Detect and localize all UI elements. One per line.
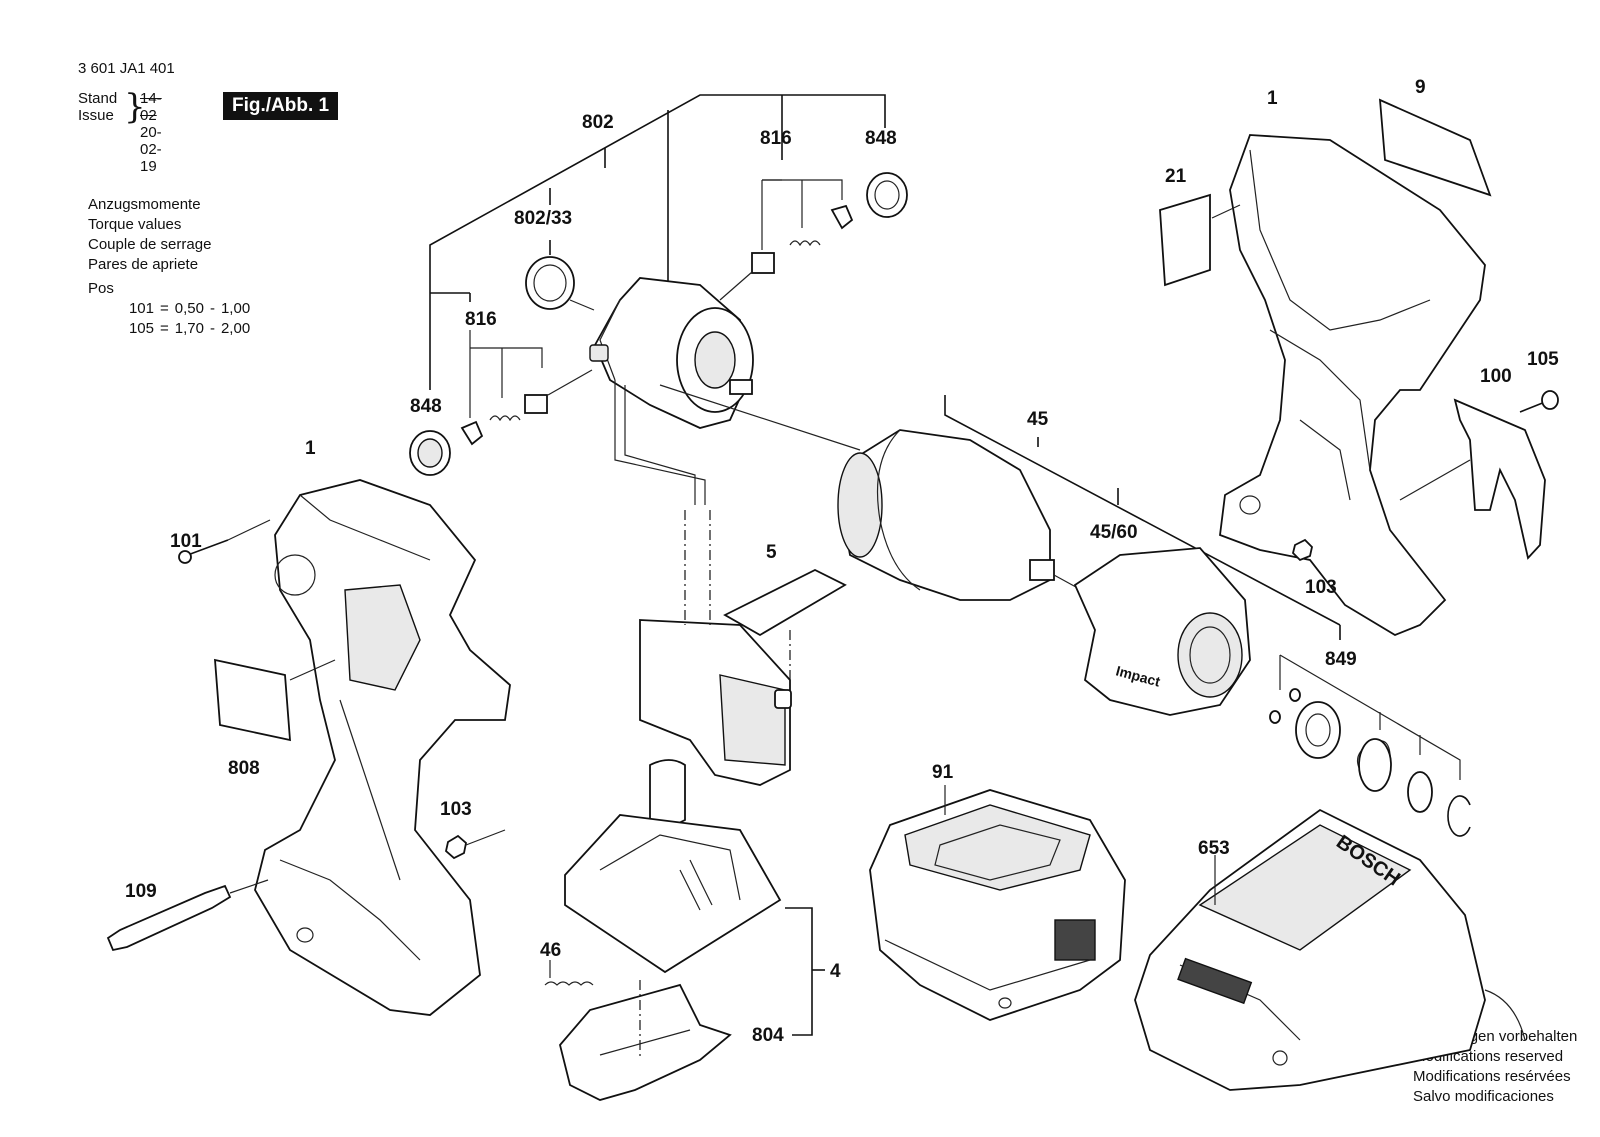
torque-line: Torque values <box>88 216 182 233</box>
revision-dates: 14-02 20-02-19 <box>140 90 162 175</box>
screw-101 <box>178 519 271 564</box>
torque-max: 1,00 <box>220 300 251 317</box>
stand-label: Stand <box>78 90 118 107</box>
torque-line: Pares de apriete <box>88 256 199 273</box>
contact-plate <box>559 980 732 1101</box>
part-label-802-33: 802/33 <box>514 208 572 229</box>
bit-109 <box>106 879 269 952</box>
part-label-653: 653 <box>1198 838 1230 859</box>
nut-103 <box>445 834 467 860</box>
belt-clip <box>1399 398 1546 560</box>
rating-label <box>214 658 291 742</box>
torque-eq: = <box>160 320 169 337</box>
torque-line: Couple de serrage <box>88 236 212 253</box>
torque-row: 101 = 0,50 - 1,00 <box>88 299 250 319</box>
part-label-802: 802 <box>582 112 614 133</box>
carbon-brush <box>524 394 548 414</box>
part-label-848-left: 848 <box>410 396 442 417</box>
leader-4 <box>785 907 813 1036</box>
new-date: 20-02-19 <box>140 124 162 175</box>
part-label-46: 46 <box>540 940 561 961</box>
part-label-100: 100 <box>1480 366 1512 387</box>
pos-label: Pos <box>88 280 114 297</box>
part-label-4: 4 <box>830 961 841 982</box>
part-label-816-top: 816 <box>760 128 792 149</box>
part-label-848-top: 848 <box>865 128 897 149</box>
part-label-808: 808 <box>228 758 260 779</box>
housing-left <box>254 479 511 1016</box>
switch-cover <box>723 568 847 637</box>
bearing-bush-top <box>866 172 908 218</box>
torque-min: 1,70 <box>174 320 204 337</box>
label-21 <box>1159 193 1211 287</box>
part-label-45: 45 <box>1027 409 1049 430</box>
part-label-21: 21 <box>1165 166 1187 187</box>
part-label-45-60: 45/60 <box>1090 522 1138 543</box>
nut-103-right <box>1292 538 1313 562</box>
modifications-note: Änderungen vorbehalten Modifications res… <box>1413 1027 1577 1107</box>
brush-holder <box>830 204 854 230</box>
torque-dash: - <box>209 320 215 337</box>
torque-pos: 101 <box>128 300 154 317</box>
gearbox-housing: Impact <box>1073 547 1251 716</box>
spring-46 <box>544 981 594 986</box>
part-label-1-right: 1 <box>1267 88 1278 109</box>
switch-assembly <box>564 510 792 974</box>
brush-spring <box>489 415 521 422</box>
screw-105 <box>1519 390 1559 413</box>
label-9 <box>1378 98 1492 197</box>
mod-line: Salvo modificaciones <box>1413 1088 1554 1105</box>
part-label-1-left: 1 <box>305 438 316 459</box>
part-label-109: 109 <box>125 881 157 902</box>
motor <box>569 277 861 505</box>
part-label-804: 804 <box>752 1025 784 1046</box>
gearbox <box>837 429 1086 601</box>
torque-max: 2,00 <box>220 320 251 337</box>
battery-pack <box>869 789 1126 1021</box>
part-label-105: 105 <box>1527 349 1559 370</box>
o-ring <box>525 256 575 310</box>
carbon-brush <box>751 252 775 274</box>
torque-values: Anzugsmomente Torque values Couple de se… <box>88 195 250 339</box>
part-label-9: 9 <box>1415 77 1426 98</box>
torque-min: 0,50 <box>174 300 204 317</box>
mod-line: Modifications resérvées <box>1413 1068 1571 1085</box>
leader-45 <box>944 395 1341 640</box>
part-label-103-left: 103 <box>440 799 472 820</box>
motor-leader-tree <box>429 94 886 418</box>
revision-block: Stand Issue } 14-02 20-02-19 <box>78 90 162 175</box>
part-label-849: 849 <box>1325 649 1357 670</box>
anvil-parts <box>1269 654 1471 837</box>
brush-holder <box>460 420 484 446</box>
brush-spring <box>789 240 821 247</box>
housing-right <box>1219 134 1486 637</box>
old-date: 14-02 <box>140 90 162 124</box>
torque-eq: = <box>160 300 169 317</box>
torque-dash: - <box>209 300 215 317</box>
part-label-103-right: 103 <box>1305 577 1337 598</box>
bearing-bush-left <box>409 430 451 476</box>
issue-label: Issue <box>78 107 114 124</box>
part-label-101: 101 <box>170 531 202 552</box>
charger: BOSCH <box>1134 808 1526 1091</box>
brace-icon: } <box>124 87 146 127</box>
part-label-5: 5 <box>766 542 777 563</box>
part-label-91: 91 <box>932 762 954 783</box>
torque-line: Anzugsmomente <box>88 196 201 213</box>
torque-row: 105 = 1,70 - 2,00 <box>88 319 250 339</box>
figure-badge: Fig./Abb. 1 <box>223 92 339 120</box>
document-number: 3 601 JA1 401 <box>78 60 175 77</box>
torque-pos: 105 <box>128 320 154 337</box>
part-label-816-left: 816 <box>465 309 497 330</box>
